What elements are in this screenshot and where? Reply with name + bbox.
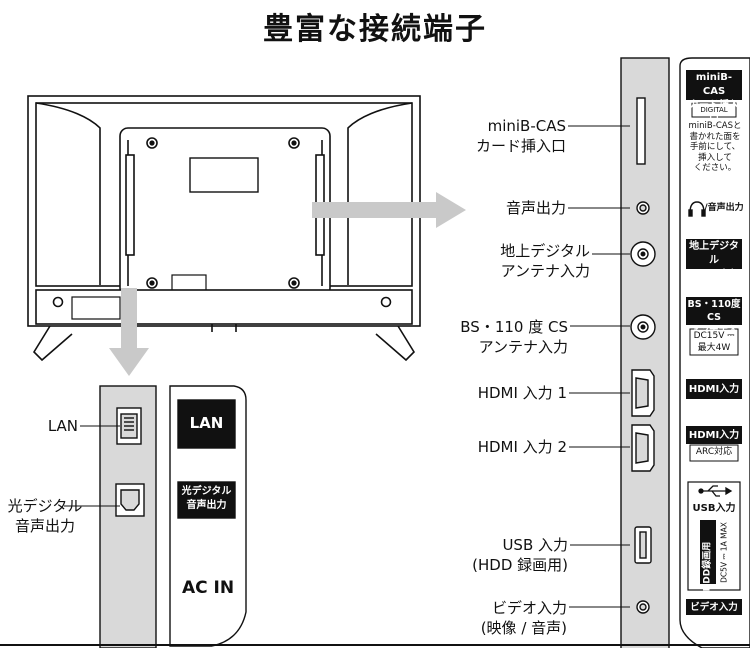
side-label-panel [679,57,750,648]
label-optical-audio: 光デジタル音声出力 [7,497,83,535]
tag-lan: LAN [189,414,224,432]
tag-usb: USB入力 [692,503,736,514]
tag-audio-out: /音声出力 [704,203,744,213]
tag-minib-card: DIGITAL [700,106,728,114]
tag-hdmi1: HDMI入力1 [688,384,740,410]
diagram-title: 豊富な接続端子 [263,12,487,47]
side-port-panel [620,57,670,648]
label-terrestrial-antenna: 地上デジタルアンテナ入力 [500,242,590,280]
tag-hdmi2: HDMI入力2 [688,430,740,456]
label-hdmi2: HDMI 入力 2 [477,438,567,456]
leader-lines [64,125,630,608]
label-lan: LAN [47,417,78,435]
bottom-port-panel [99,385,247,648]
tag-ac-in: AC IN [181,578,235,598]
usb-symbol-icon [698,485,733,497]
tag-minib-note: miniB-CASと書かれた面を手前にして、挿入してください。 [688,121,742,173]
label-hdmi1: HDMI 入力 1 [477,384,567,402]
pointer-arrows [109,192,466,376]
tag-optical-audio: 光デジタル音声出力 [181,486,232,511]
tag-terrestrial: 地上デジタルアンテナ入力 [689,241,739,294]
headphone-icon [688,201,706,217]
tag-bs-power: DC15V ⎓最大4W [693,331,735,353]
tag-usb-power: DC5V ⎓ 1A MAX [719,522,729,583]
label-video-in: ビデオ入力(映像 / 音声) [480,599,567,637]
label-audio-out: 音声出力 [505,199,566,217]
tag-hdmi2-arc: ARC対応 [695,447,733,457]
label-usb: USB 入力(HDD 録画用) [472,536,568,574]
tv-back [27,95,421,362]
tag-video-in: ビデオ入力 [690,602,738,613]
bottom-rule [0,644,750,646]
tag-usb-hdd: HDD録画用 [702,541,713,592]
